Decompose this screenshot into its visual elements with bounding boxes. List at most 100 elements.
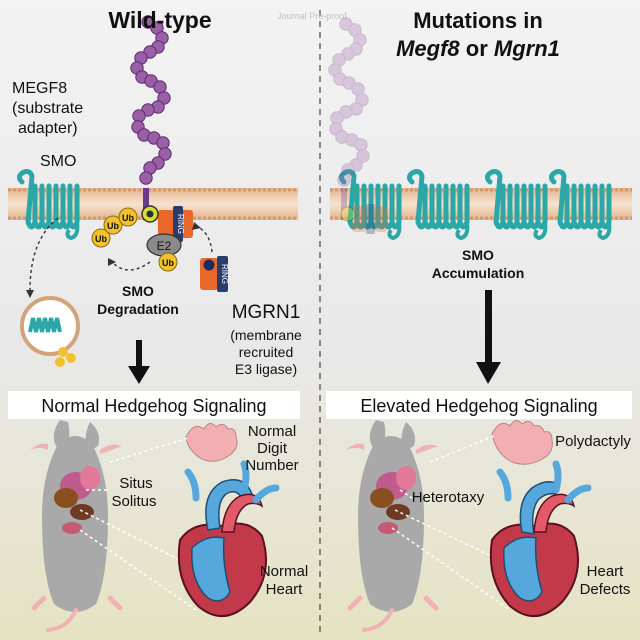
- ubiquitin-chain: Ub Ub Ub Ub: [91, 207, 178, 272]
- megf8-tm-segment: [143, 188, 149, 220]
- smo-degradation-line2: Degradation: [97, 301, 179, 317]
- heart-aorta: [533, 493, 576, 533]
- mgrn1-title: MGRN1: [232, 302, 301, 323]
- signaling-box-right: [326, 391, 632, 419]
- ring-complex-faded: [340, 188, 387, 234]
- mouse-intestine-organ: [378, 522, 398, 534]
- megf8-domain-18: [156, 136, 170, 150]
- ub-label-4: Ub: [162, 258, 174, 268]
- mgrn1-desc-line3: E3 ligase): [235, 361, 297, 377]
- mouse-liver-organ: [54, 488, 78, 508]
- heart-right-line2: Defects: [580, 581, 631, 598]
- megf8-domain-20: [349, 158, 363, 172]
- megf8-domain-2: [348, 23, 362, 37]
- megf8-protein: [130, 15, 172, 185]
- smo-accumulation-line1: SMO: [462, 247, 494, 263]
- megf8-domain-17: [345, 133, 359, 147]
- heterotaxy-label: Heterotaxy: [412, 489, 485, 506]
- digit-line2: Digit: [257, 440, 288, 457]
- ring-e3-complex: RING: [141, 205, 193, 242]
- megf8-domain-19: [158, 147, 172, 161]
- megf8-domain-8: [333, 72, 347, 86]
- mouse-left: [30, 420, 123, 632]
- heart-aorta: [221, 493, 264, 533]
- megf8-domain-11: [355, 93, 369, 107]
- down-arrow-right: [476, 290, 501, 384]
- e2-label: E2: [157, 239, 172, 253]
- megf8-label-line2: (substrate: [12, 100, 83, 117]
- right-title-gene2: Mgrn1: [494, 36, 560, 61]
- megf8-domain-22: [337, 173, 351, 187]
- mouse-feet: [31, 595, 123, 611]
- right-title-line1: Mutations in: [413, 8, 543, 33]
- smo-receptors-right: [338, 169, 612, 241]
- digit-line1: Normal: [248, 423, 296, 440]
- megf8-domain-5: [341, 47, 355, 61]
- ring-label: RING: [176, 214, 185, 234]
- down-arrow-left: [128, 340, 150, 384]
- heart-right-ventricle: [191, 536, 231, 602]
- heart-left-line2: Heart: [266, 581, 304, 598]
- polydactyly-label: Polydactyly: [555, 433, 631, 450]
- megf8-domain-18: [354, 138, 368, 152]
- megf8-domain-12: [349, 102, 363, 116]
- smo-receptor-2: [406, 169, 470, 241]
- heart-defect: [489, 460, 592, 618]
- mgrn1-desc-line1: (membrane: [230, 327, 302, 343]
- megf8-domain-10: [351, 82, 365, 96]
- mgrn1-desc-line2: recruited: [239, 344, 293, 360]
- smo-label: SMO: [40, 153, 76, 170]
- mouse-body: [30, 420, 123, 632]
- heart-left-line1: Normal: [260, 563, 308, 580]
- mouse-intestine-organ: [62, 522, 82, 534]
- mouse-body: [346, 420, 439, 632]
- smo-receptor-left: [16, 169, 80, 241]
- mouse-hands: [346, 443, 438, 454]
- signaling-left: Normal Hedgehog Signaling: [41, 396, 266, 416]
- callout-lines: [79, 435, 511, 611]
- digit-line3: Number: [245, 457, 298, 474]
- mouse-lung-organ: [80, 466, 100, 490]
- megf8-domain-14: [330, 111, 344, 125]
- megf8-protein-faded: [328, 17, 370, 187]
- paw-polydactyly: [491, 420, 553, 465]
- megf8-domain-6: [332, 53, 346, 67]
- megf8-domain-22: [139, 171, 153, 185]
- megf8-domain-3: [353, 33, 367, 47]
- mgrn1-protein: RING: [200, 256, 229, 292]
- watermark-text: Journal Pre-proof: [277, 11, 347, 21]
- right-title-gene1: Megf8: [396, 36, 460, 61]
- arrowheads: [26, 222, 201, 298]
- situs-line2: Solitus: [111, 493, 156, 510]
- heart-graphic: [177, 460, 280, 618]
- heart-right-line1: Heart: [587, 563, 625, 580]
- smo-receptor-3: [484, 169, 548, 241]
- megf8-domain-14: [132, 109, 146, 123]
- smo-accumulation-line2: Accumulation: [432, 265, 525, 281]
- mouse-liver-organ: [370, 488, 394, 508]
- megf8-domain-19: [356, 149, 370, 163]
- megf8-domain-9: [342, 76, 356, 90]
- situs-line1: Situs: [119, 475, 152, 492]
- megf8-chain-faded: [328, 17, 370, 187]
- megf8-domain-21: [341, 163, 355, 177]
- smo-receptor: [16, 169, 80, 241]
- heart-right-ventricle: [503, 536, 543, 602]
- mouse-tail: [362, 608, 394, 632]
- heart-pulmonary-artery: [519, 481, 559, 535]
- signaling-right: Elevated Hedgehog Signaling: [360, 396, 597, 416]
- megf8-label-line1: MEGF8: [12, 80, 67, 97]
- mgrn1-ring-label: RING: [220, 264, 229, 284]
- megf8-domain-13: [339, 105, 353, 119]
- mouse-tail: [46, 608, 78, 632]
- recruitment-arrows: [29, 217, 213, 291]
- heart-graphic: [489, 460, 592, 618]
- heart-vessels: [496, 460, 592, 504]
- left-title: Wild-type: [108, 7, 211, 33]
- megf8-domain-16: [335, 130, 349, 144]
- mouse-feet: [347, 595, 439, 611]
- mouse-right: [346, 420, 439, 632]
- ub-label-2: Ub: [107, 221, 119, 231]
- heart-vessels: [184, 460, 280, 504]
